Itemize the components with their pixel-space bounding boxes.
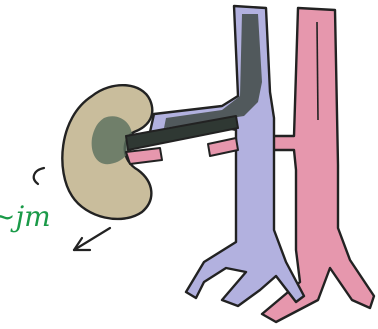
aorta-inner-line bbox=[317, 22, 318, 120]
renal-artery-aorta-stub bbox=[208, 138, 238, 156]
renal-artery-kidney-stub bbox=[126, 148, 162, 164]
vena-cava bbox=[150, 6, 304, 306]
green-handwritten-note: ~jm bbox=[0, 200, 51, 233]
vena-cava-body bbox=[150, 6, 304, 306]
curved-stroke-icon bbox=[34, 168, 44, 184]
arrow-down-left-icon bbox=[74, 228, 110, 250]
